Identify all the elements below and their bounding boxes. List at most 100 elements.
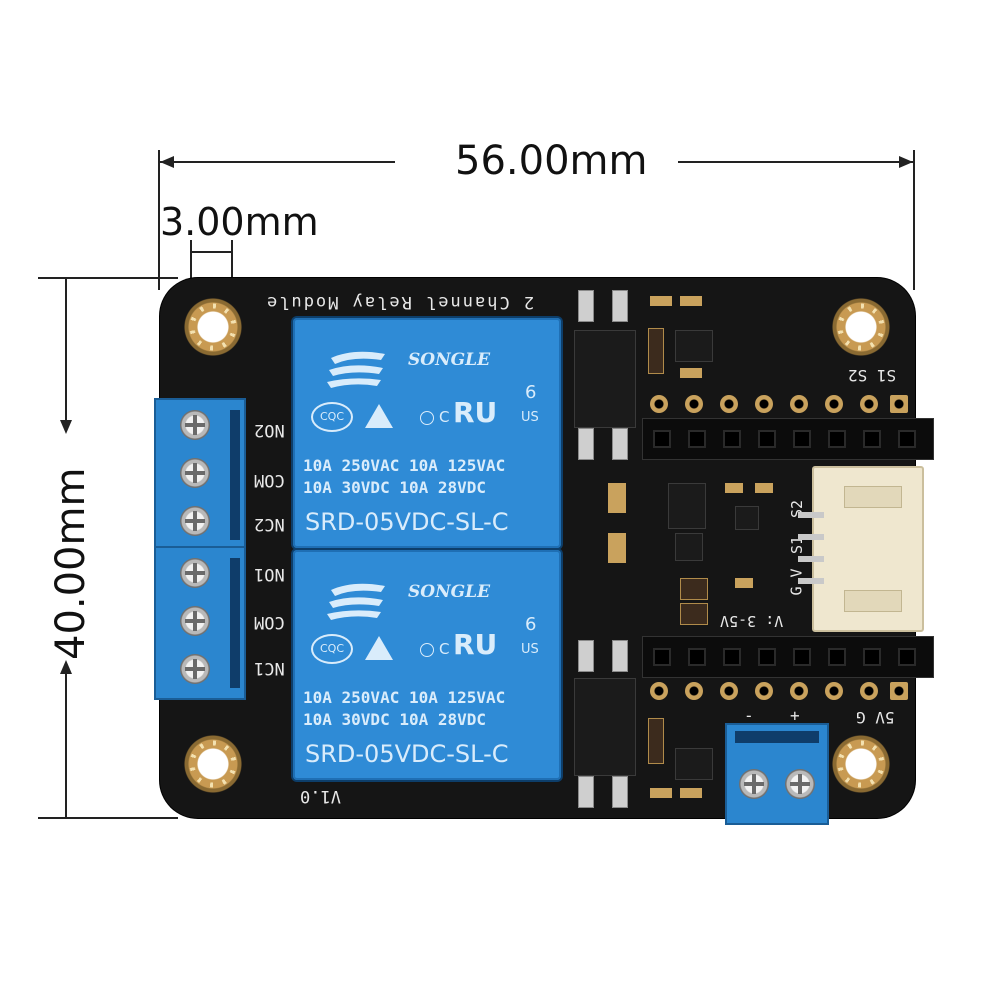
mounting-hole-bottom-right <box>830 733 892 795</box>
hole-offset-label: 3.00mm <box>160 200 319 244</box>
relay-brand: SONGLE <box>408 582 491 602</box>
terminal-block-relay1 <box>154 546 246 700</box>
pad <box>685 682 703 700</box>
cqc-mark: CQC <box>311 634 353 664</box>
height-extension-bottom <box>38 817 178 819</box>
capacitor <box>608 533 626 563</box>
width-line-right <box>678 161 913 163</box>
label-no2: NO2 <box>254 420 285 440</box>
resistor <box>735 578 753 588</box>
jst-connector[interactable] <box>798 466 924 632</box>
pad <box>860 395 878 413</box>
power-screw-plus[interactable] <box>785 769 815 799</box>
screw-com2[interactable] <box>180 458 210 488</box>
relay-model: SRD-05VDC-SL-C <box>305 740 509 768</box>
label-nc2: NC2 <box>254 514 285 534</box>
cert-c: C <box>439 640 450 658</box>
connector-pin <box>798 534 824 540</box>
height-extension-top <box>38 277 178 279</box>
pad <box>825 682 843 700</box>
resistor <box>650 788 672 798</box>
pad <box>755 395 773 413</box>
mounting-hole-bottom-left <box>182 733 244 795</box>
header-socket[interactable] <box>898 648 916 666</box>
resistor <box>680 368 702 378</box>
opto-lead <box>578 428 594 460</box>
header-socket[interactable] <box>828 648 846 666</box>
screw-nc2[interactable] <box>180 506 210 536</box>
wire-slot <box>230 558 240 688</box>
relay-board: 2 Channel Relay Module V1.0 NO2 COM NC2 … <box>154 278 934 825</box>
connector-latch <box>844 590 902 612</box>
resistor <box>680 788 702 798</box>
header-socket[interactable] <box>863 648 881 666</box>
ic-center-3 <box>735 506 759 530</box>
hole-ring-dots <box>830 733 892 795</box>
height-label: 40.00mm <box>48 467 94 660</box>
connector-pin <box>798 578 824 584</box>
connector-label-v: V <box>787 568 806 578</box>
header-socket[interactable] <box>898 430 916 448</box>
diode-bottom <box>648 718 664 764</box>
label-com1: COM <box>254 612 285 632</box>
ic-center-2 <box>675 533 703 561</box>
label-no1: NO1 <box>254 564 285 584</box>
pad <box>790 395 808 413</box>
screw-nc1[interactable] <box>180 654 210 684</box>
width-label: 56.00mm <box>455 138 648 184</box>
connector-pin <box>798 556 824 562</box>
header-socket[interactable] <box>688 430 706 448</box>
songle-logo <box>327 351 385 388</box>
resistor <box>755 483 773 493</box>
header-socket[interactable] <box>828 430 846 448</box>
width-arrow-right <box>899 156 913 168</box>
header-socket[interactable] <box>863 430 881 448</box>
resistor <box>650 296 672 306</box>
diode-top <box>648 328 664 374</box>
header-socket[interactable] <box>723 648 741 666</box>
ul-mark-icon: RU <box>453 628 498 661</box>
mounting-hole-top-left <box>182 296 244 358</box>
female-header-bottom[interactable] <box>642 636 934 678</box>
cert-number: 6 <box>525 614 537 635</box>
screw-no1[interactable] <box>180 558 210 588</box>
relay-spec-line-1: 10A 250VAC 10A 125VAC <box>303 456 506 475</box>
cert-dot-icon <box>420 411 434 425</box>
width-line-left <box>160 161 395 163</box>
relay-spec-line-2: 10A 30VDC 10A 28VDC <box>303 478 487 497</box>
label-nc1: NC1 <box>254 658 285 678</box>
pad <box>650 682 668 700</box>
pad <box>860 682 878 700</box>
cert-number: 6 <box>525 382 537 403</box>
opto-lead <box>612 290 628 322</box>
power-screw-minus[interactable] <box>739 769 769 799</box>
header-socket[interactable] <box>653 648 671 666</box>
pad <box>755 682 773 700</box>
screw-no2[interactable] <box>180 410 210 440</box>
board-version: V1.0 <box>300 786 341 806</box>
cert-us: US <box>521 410 539 425</box>
width-extension-left <box>158 150 160 290</box>
pad <box>825 395 843 413</box>
power-terminal-block <box>725 723 829 825</box>
female-header-top[interactable] <box>642 418 934 460</box>
header-socket[interactable] <box>758 648 776 666</box>
cqc-mark: CQC <box>311 402 353 432</box>
header-socket[interactable] <box>723 430 741 448</box>
screw-com1[interactable] <box>180 606 210 636</box>
relay-1: SONGLE CQC C RU 6 US 10A 250VAC 10A 125V… <box>293 550 561 780</box>
bottom-header-label: 5V G <box>856 708 895 727</box>
header-socket[interactable] <box>688 648 706 666</box>
header-socket[interactable] <box>793 648 811 666</box>
header-socket[interactable] <box>653 430 671 448</box>
connector-label-g: G <box>787 586 806 596</box>
optocoupler-bottom <box>574 678 636 776</box>
header-socket[interactable] <box>793 430 811 448</box>
hole-ring-dots <box>182 733 244 795</box>
songle-logo <box>327 583 385 620</box>
height-line-bottom <box>65 665 67 817</box>
transistor-top <box>675 330 713 362</box>
relay-brand: SONGLE <box>408 350 491 370</box>
optocoupler-top <box>574 330 636 428</box>
header-socket[interactable] <box>758 430 776 448</box>
